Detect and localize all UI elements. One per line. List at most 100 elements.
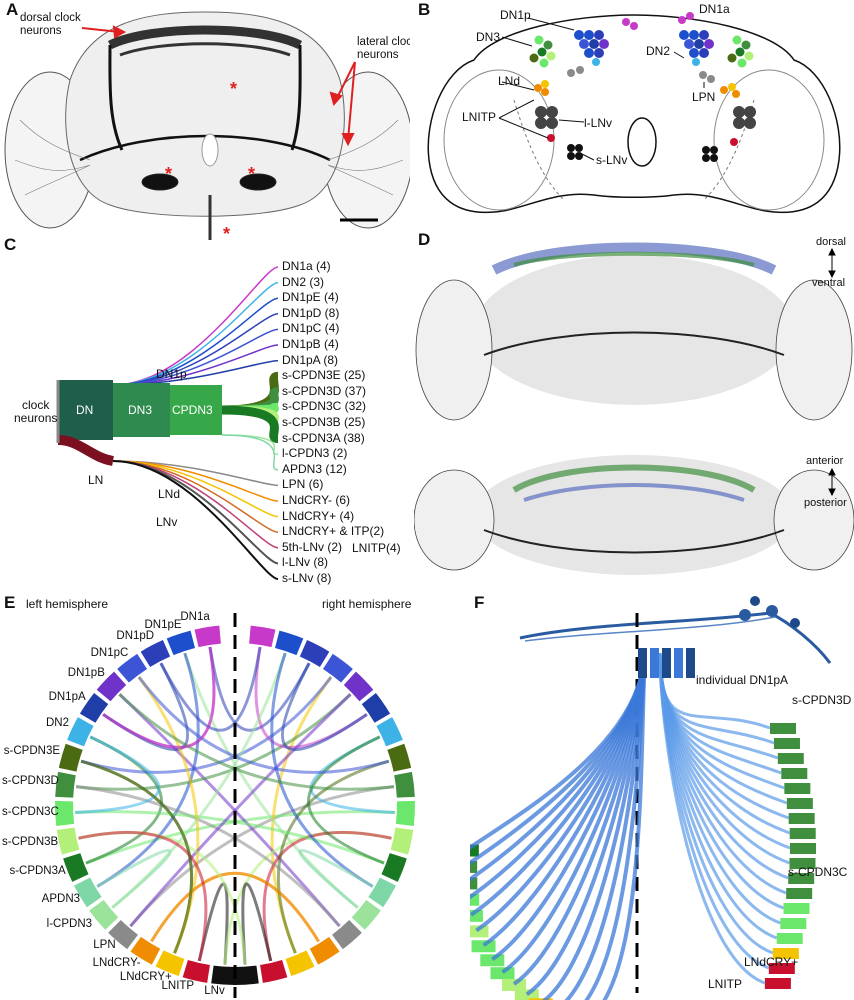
posterior-label: posterior <box>804 497 847 509</box>
chord-arc <box>351 899 381 930</box>
leaf-curve <box>112 460 279 580</box>
chord-arc <box>96 671 127 702</box>
panel-c: C clock neurons DN DN3 CPDN3 DN1p LN LNd… <box>0 235 414 593</box>
fan-ribbon <box>602 652 647 1000</box>
fan-block <box>789 828 816 839</box>
chord-ribbon <box>197 882 229 965</box>
dn-block <box>58 380 113 440</box>
chord-arc <box>194 625 221 648</box>
chord-arc <box>376 717 403 747</box>
panel-label-f: F <box>474 593 485 612</box>
chord-arc <box>368 877 396 908</box>
panel-b: B DN1p DN1a DN3 DN2 LNd LNITP l-LNv s-LN… <box>414 0 854 230</box>
chord-label: DN1a <box>180 611 210 624</box>
leaf-label: DN1a (4) <box>282 259 331 273</box>
fan-block <box>784 783 811 794</box>
leaf-curve <box>112 313 279 386</box>
fan-block <box>786 888 813 899</box>
chord-label: LNv <box>204 984 225 997</box>
chord-ribbon <box>281 662 368 752</box>
fan-block <box>470 844 479 857</box>
panel-b-schematic <box>427 12 841 214</box>
dn2-label: DN2 <box>646 44 671 58</box>
chord-label: DN1pC <box>90 646 129 659</box>
cpdn3-label: CPDN3 <box>172 403 213 417</box>
chord-label: s-CPDN3E <box>3 745 61 758</box>
panel-f-fan <box>470 596 832 1000</box>
fan-ribbon <box>658 652 766 985</box>
chord-arc <box>79 692 109 723</box>
red-star-icon: * <box>223 224 230 244</box>
chord-arc <box>166 630 195 656</box>
fan-block <box>490 967 515 980</box>
red-star-icon: * <box>230 79 237 99</box>
panel-e-chord <box>55 613 416 998</box>
chord-arc <box>249 625 276 648</box>
chord-arc <box>275 630 304 656</box>
fan-block <box>502 978 527 991</box>
chord-arc <box>332 919 362 950</box>
chord-arc <box>322 653 353 683</box>
chord-ribbon <box>150 871 320 943</box>
ventral-label: ventral <box>812 277 846 289</box>
chord-arc <box>395 800 416 827</box>
lpn-label: LPN <box>692 90 716 104</box>
chord-arc <box>285 950 315 976</box>
chord-arc <box>390 827 414 855</box>
anterior-label: anterior <box>806 455 844 467</box>
fan-block <box>786 798 813 809</box>
chord-label: DN1pE <box>144 618 182 631</box>
lnitp-label: LNITP <box>462 110 497 124</box>
dn1p-label: DN1p <box>156 367 187 381</box>
leaf-label: s-LNv (8) <box>282 571 332 585</box>
dn3-label: DN3 <box>476 30 501 44</box>
chord-label: APDN3 <box>41 892 81 905</box>
chord-ribbon <box>75 735 161 815</box>
chord-ribbon <box>306 735 385 865</box>
dn3-block <box>113 383 170 437</box>
dn1pa-bar <box>638 648 647 678</box>
chord-ribbon <box>241 882 273 965</box>
panel-a-image: * * * * <box>4 11 410 244</box>
chord-label: DN2 <box>45 716 69 729</box>
chord-arc <box>117 653 148 683</box>
left-hemisphere-label: left hemisphere <box>26 597 109 611</box>
dorsal-label: dorsal <box>816 236 846 248</box>
leaf-label: DN1pA (8) <box>282 352 339 367</box>
fan-ribbon <box>658 652 770 970</box>
fan-block <box>528 998 553 1000</box>
chord-arc <box>387 743 412 772</box>
panel-d-render <box>414 242 854 575</box>
red-star-icon: * <box>248 164 255 184</box>
fan-block <box>777 753 804 764</box>
leaf-label: s-CPDN3B (25) <box>282 415 366 429</box>
chord-arc <box>140 640 171 668</box>
cpdn3-block <box>170 385 222 435</box>
lateral-clock-label: lateral clock neurons <box>357 36 410 61</box>
chord-ribbon <box>75 785 341 928</box>
leaf-label: l-CPDN3 (2) <box>282 446 348 461</box>
chord-label: DN1pD <box>116 630 155 643</box>
chord-arc <box>381 853 407 882</box>
chord-ribbon <box>276 759 390 954</box>
chord-ribbon <box>159 646 262 732</box>
chord-label: l-CPDN3 <box>46 917 93 930</box>
fan-block <box>470 925 489 938</box>
llnv-label: l-LNv <box>584 116 613 130</box>
chord-ribbon <box>96 652 200 888</box>
leaf-label: DN1pE (4) <box>282 290 339 305</box>
fan-block <box>514 989 539 1000</box>
chord-label: LPN <box>93 939 116 952</box>
fan-block <box>789 858 816 869</box>
leaf-curve <box>112 328 279 386</box>
chord-ribbon <box>137 676 390 774</box>
dn1p-label: DN1p <box>500 8 531 22</box>
dn1p-cluster <box>574 30 714 58</box>
right-hemisphere-label: right hemisphere <box>322 597 412 611</box>
fan-block <box>471 940 496 953</box>
leaf-label: s-CPDN3C (32) <box>282 399 367 414</box>
s-cpdn3c-label: s-CPDN3C <box>788 865 848 879</box>
chord-label: LNdCRY- <box>92 957 141 970</box>
